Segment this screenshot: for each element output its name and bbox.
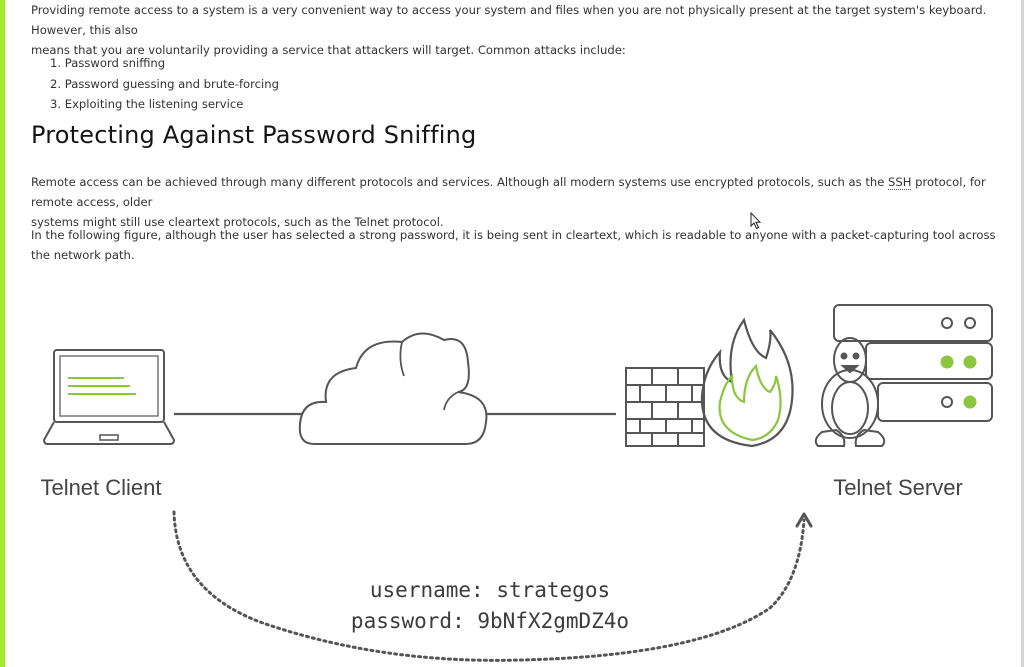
protocols-text-1: Remote access can be achieved through ma… — [31, 175, 889, 189]
telnet-figure: Telnet Client Telnet Server username: st… — [40, 304, 993, 662]
linux-penguin-icon — [814, 337, 886, 447]
figure-intro-paragraph: In the following figure, although the us… — [31, 225, 996, 265]
username-cleartext: username: strategos — [370, 578, 610, 602]
intro-paragraph: Providing remote access to a system is a… — [31, 0, 996, 60]
server-rack-icon — [833, 304, 993, 422]
attack-list: 1. Password sniffing 2. Password guessin… — [50, 53, 279, 115]
arrow-head-icon — [795, 512, 813, 528]
list-item: 2. Password guessing and brute-forcing — [50, 76, 279, 91]
dotted-transmission-path — [172, 510, 806, 662]
intro-line-1: Providing remote access to a system is a… — [31, 3, 987, 37]
list-item: 1. Password sniffing — [50, 56, 166, 70]
mouse-cursor-icon — [750, 212, 762, 230]
firewall-wall-icon — [625, 367, 705, 447]
intro-line-2: means that you are voluntarily providing… — [31, 43, 626, 57]
scrollbar-track[interactable] — [1021, 0, 1024, 667]
left-accent-bar — [0, 0, 5, 667]
password-cleartext: password: 9bNfX2gmDZ4o — [351, 609, 629, 633]
section-heading: Protecting Against Password Sniffing — [31, 121, 477, 149]
list-item: 3. Exploiting the listening service — [50, 97, 244, 111]
telnet-server-label: Telnet Server — [833, 475, 963, 500]
figure-intro-text: In the following figure, although the us… — [31, 228, 996, 262]
flame-icon — [700, 317, 794, 448]
protocols-text-3: systems might still use cleartext protoc… — [31, 215, 444, 229]
cloud-icon — [298, 332, 488, 445]
ssh-abbreviation[interactable]: SSH — [888, 175, 912, 190]
protocols-paragraph: Remote access can be achieved through ma… — [31, 172, 996, 232]
laptop-icon — [42, 349, 176, 445]
protocols-text-2: protocol, for remote access, older — [31, 175, 986, 209]
telnet-client-label: Telnet Client — [40, 475, 161, 500]
